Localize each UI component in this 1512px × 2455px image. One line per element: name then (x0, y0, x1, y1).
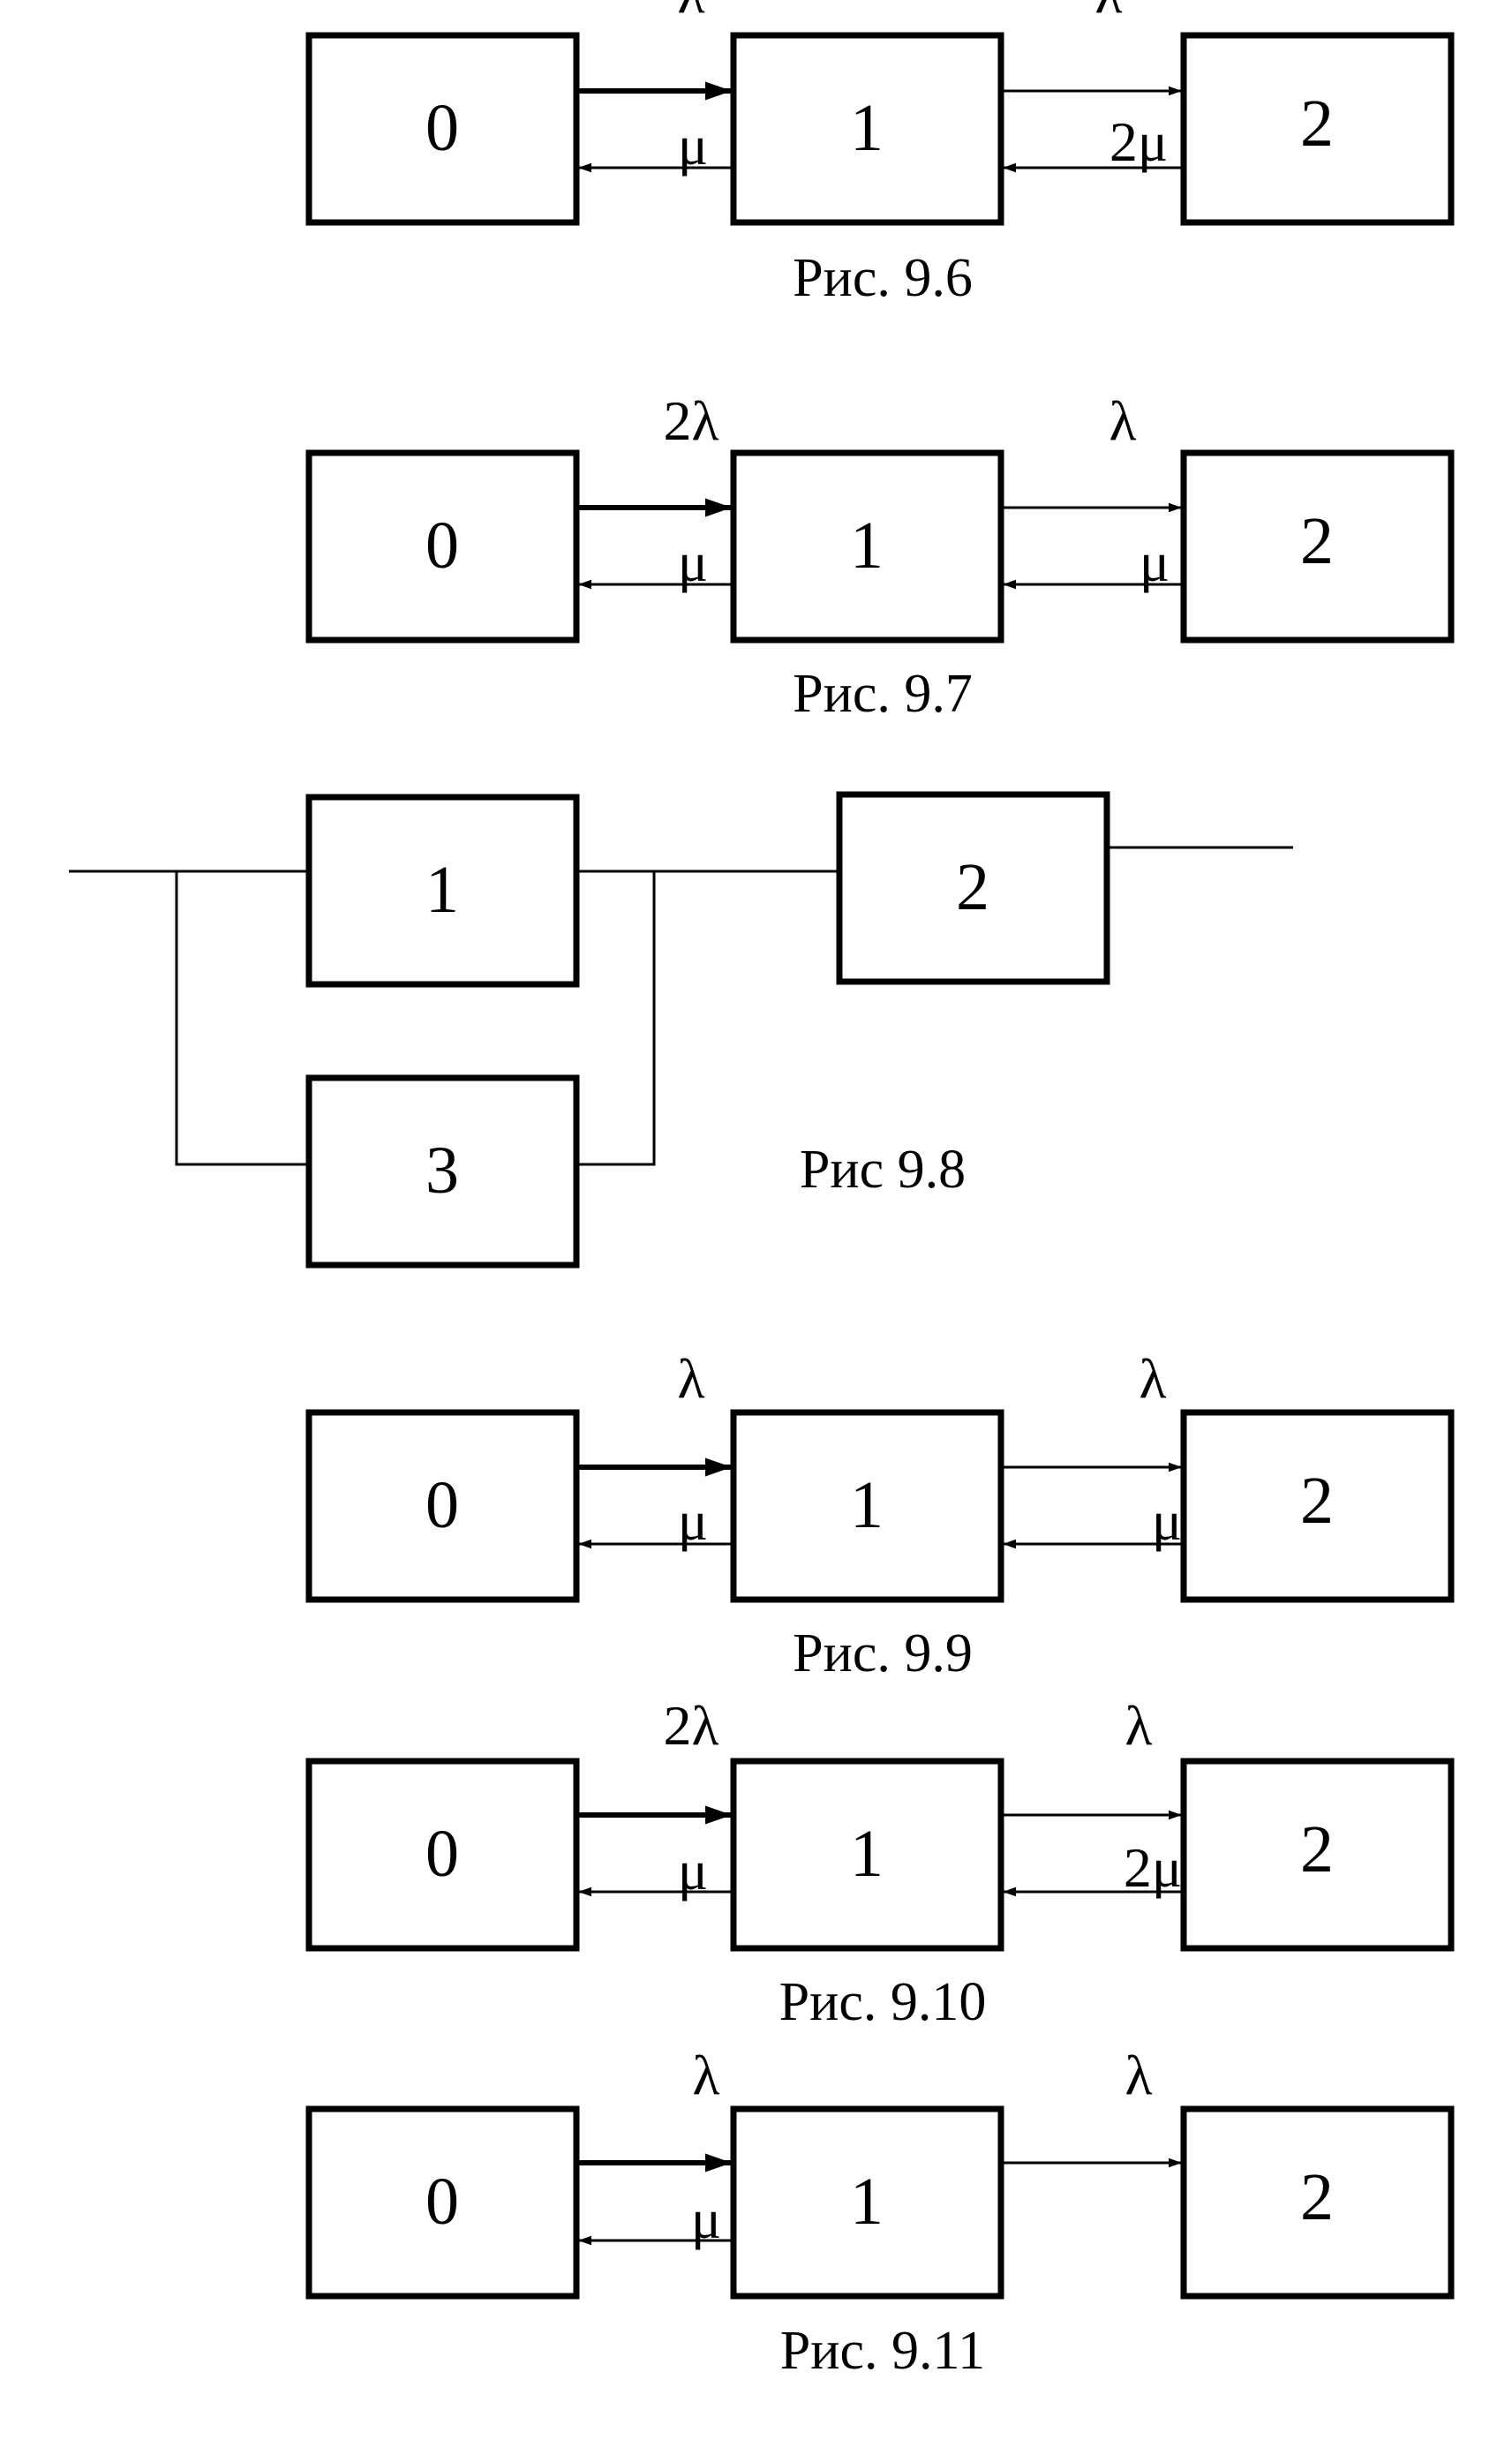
figure-caption: Рис. 9.6 (793, 248, 973, 308)
state-box-2 (1180, 449, 1455, 644)
state-box-2 (1180, 1409, 1455, 1603)
rate-label-0-to-1: λ (692, 2044, 719, 2106)
block-label-3: 3 (425, 1133, 459, 1208)
rate-label-0-to-1: λ (677, 0, 704, 25)
state-label-0: 0 (425, 1817, 459, 1891)
state-label-0: 0 (425, 2165, 459, 2239)
state-label-1: 1 (850, 508, 884, 583)
rate-label-1-to-2: λ (1139, 1347, 1166, 1410)
figure-caption: Рис. 9.9 (793, 1623, 973, 1683)
rate-label-1-to-0: μ (678, 1489, 708, 1552)
state-label-2: 2 (1300, 2160, 1334, 2234)
state-box-1 (730, 1758, 1004, 1952)
parallel-branch-wire-left (175, 871, 309, 1166)
block-1 (305, 794, 580, 988)
state-box-0 (305, 1409, 580, 1603)
figure-caption: Рис. 9.10 (779, 1972, 987, 2032)
rate-label-1-to-2: λ (1095, 0, 1122, 25)
rate-label-2-to-1: μ (1140, 531, 1170, 593)
state-label-2: 2 (1300, 87, 1334, 161)
rate-label-1-to-2: λ (1125, 2044, 1152, 2106)
state-box-0 (305, 32, 580, 226)
state-box-1 (730, 1409, 1004, 1603)
rate-label-0-to-1: 2λ (663, 389, 718, 452)
block-2 (836, 791, 1110, 985)
state-label-1: 1 (850, 2165, 884, 2239)
rate-label-2-to-1: 2μ (1110, 110, 1168, 173)
state-label-1: 1 (850, 1817, 884, 1891)
figure-caption: Рис 9.8 (800, 1140, 966, 1200)
state-box-0 (305, 1758, 580, 1952)
state-label-2: 2 (1300, 504, 1334, 578)
rate-label-1-to-0: μ (678, 1839, 708, 1901)
rate-label-1-to-2: λ (1125, 1694, 1152, 1757)
figure-9-8: 1 2 3 Рис 9.8 (69, 791, 1293, 1269)
figure-9-11: 0 1 2 λ μ λ Рис. 9.11 (305, 2044, 1455, 2381)
state-label-0: 0 (425, 508, 459, 583)
block-3 (305, 1074, 580, 1269)
figure-caption: Рис. 9.7 (793, 664, 973, 724)
state-label-0: 0 (425, 91, 459, 165)
state-box-2 (1180, 32, 1455, 226)
rate-label-2-to-1: 2μ (1124, 1836, 1182, 1899)
rate-label-1-to-0: μ (691, 2188, 721, 2250)
state-box-2 (1180, 1758, 1455, 1952)
block-label-1: 1 (425, 853, 459, 927)
state-box-0 (305, 2105, 580, 2300)
figure-9-6: 0 1 2 λ μ λ 2μ Рис. 9.6 (305, 0, 1455, 308)
state-box-2 (1180, 2105, 1455, 2300)
rate-label-1-to-2: λ (1109, 389, 1136, 452)
figure-9-10: 0 1 2 2λ μ λ 2μ Рис. 9.10 (305, 1694, 1455, 2032)
rate-label-2-to-1: μ (1152, 1489, 1182, 1552)
rate-label-0-to-1: 2λ (663, 1694, 718, 1757)
state-label-1: 1 (850, 1468, 884, 1542)
block-label-2: 2 (956, 850, 989, 924)
state-label-1: 1 (850, 91, 884, 165)
state-box-0 (305, 449, 580, 644)
figure-9-9: 0 1 2 λ μ λ μ Рис. 9.9 (305, 1347, 1455, 1683)
state-label-2: 2 (1300, 1812, 1334, 1886)
state-box-1 (730, 2105, 1004, 2300)
state-box-1 (730, 32, 1004, 226)
figure-caption: Рис. 9.11 (780, 2321, 985, 2381)
rate-label-0-to-1: λ (677, 1347, 704, 1410)
figure-9-7: 0 1 2 2λ μ λ μ Рис. 9.7 (305, 389, 1455, 724)
rate-label-1-to-0: μ (678, 114, 708, 177)
state-label-0: 0 (425, 1468, 459, 1542)
rate-label-1-to-0: μ (678, 531, 708, 593)
state-label-2: 2 (1300, 1464, 1334, 1538)
parallel-branch-wire-right (576, 871, 656, 1166)
state-box-1 (730, 449, 1004, 644)
